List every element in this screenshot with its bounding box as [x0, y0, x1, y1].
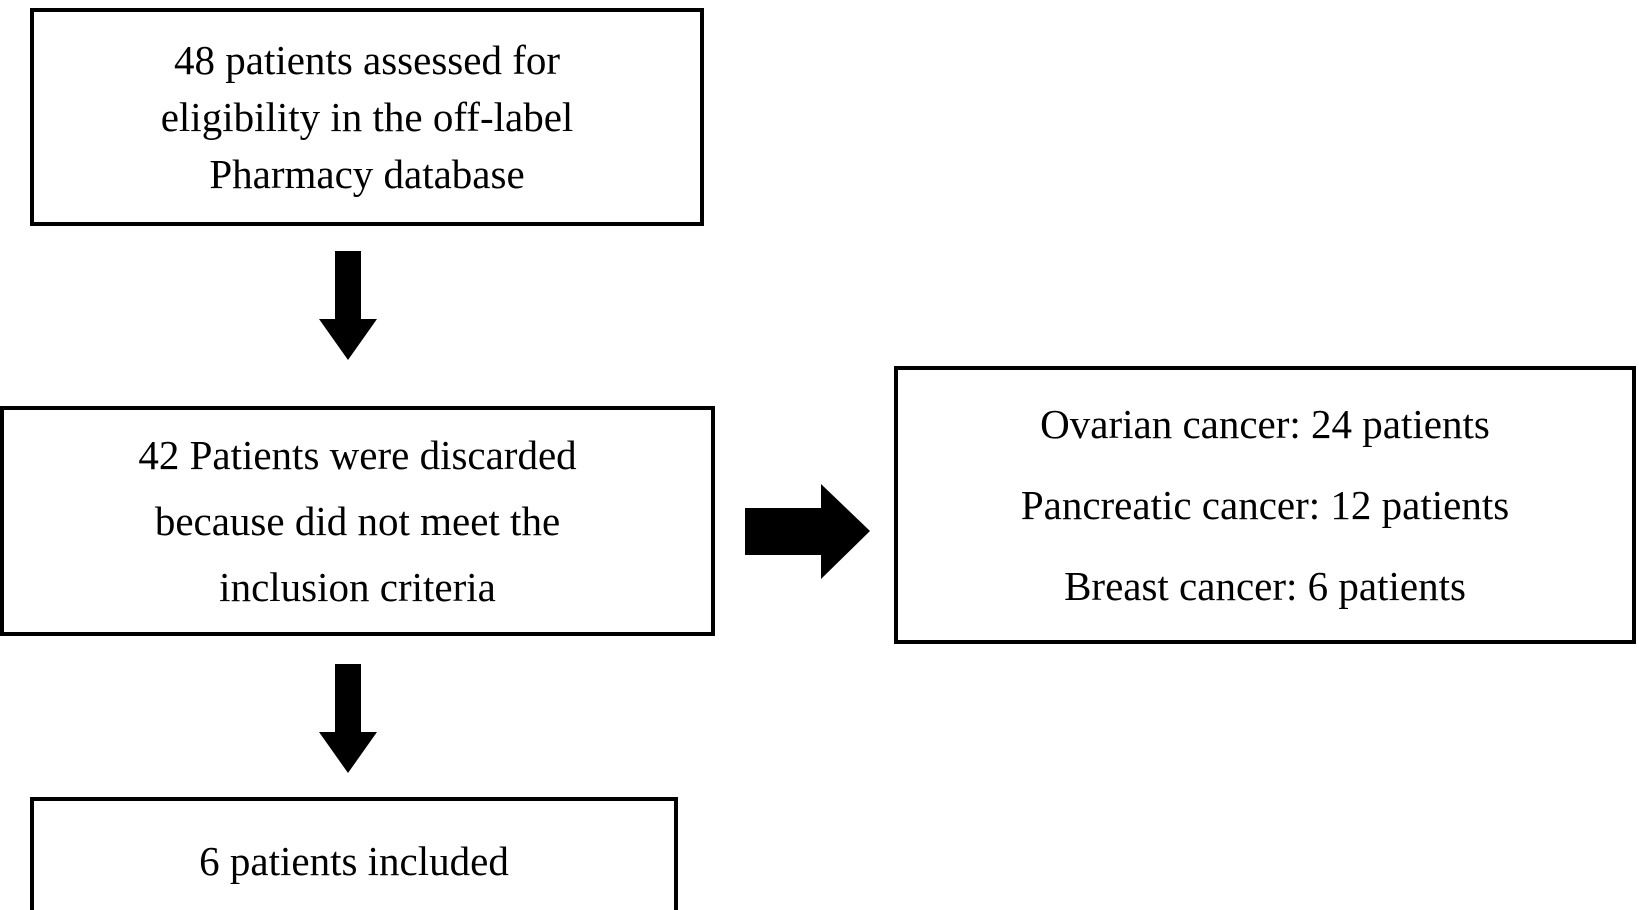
box-eligibility-line-2: eligibility in the off-label: [160, 93, 574, 140]
box-discarded-patients: 42 Patients were discarded because did n…: [0, 406, 715, 636]
box-included-patients: 6 patients included: [30, 797, 678, 910]
breakdown-line-pancreatic: Pancreatic cancer: 12 patients: [1020, 481, 1510, 528]
arrow-down-icon: [318, 664, 378, 774]
arrow-down-icon: [318, 251, 378, 361]
arrow-right-icon: [745, 484, 871, 580]
box-eligibility-assessment: 48 patients assessed for eligibility in …: [30, 8, 704, 226]
box-discarded-line-2: because did not meet the: [154, 498, 561, 544]
box-eligibility-line-1: 48 patients assessed for: [174, 36, 560, 83]
box-discarded-line-1: 42 Patients were discarded: [138, 432, 577, 478]
breakdown-line-breast: Breast cancer: 6 patients: [1064, 562, 1466, 609]
breakdown-line-ovarian: Ovarian cancer: 24 patients: [1040, 401, 1490, 448]
box-cancer-breakdown: Ovarian cancer: 24 patients Pancreatic c…: [894, 366, 1636, 644]
box-discarded-line-3: inclusion criteria: [219, 564, 496, 610]
box-eligibility-line-3: Pharmacy database: [209, 150, 525, 197]
box-included-line-1: 6 patients included: [199, 838, 509, 884]
